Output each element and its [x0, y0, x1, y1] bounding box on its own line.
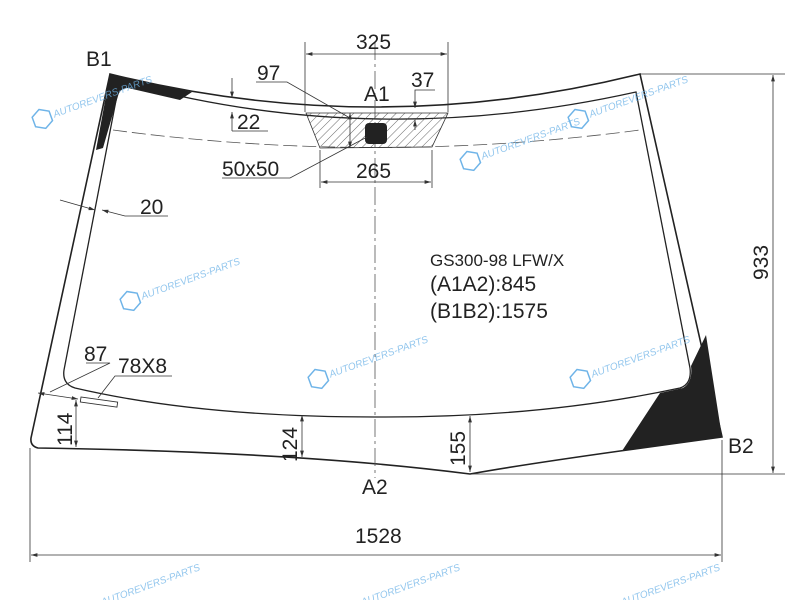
- glass-outer-outline: [30, 73, 723, 475]
- dim-155: 155: [447, 431, 470, 466]
- a1a2-length: (A1A2):845: [430, 273, 536, 296]
- watermark: AUTOREVERS-PARTS: [307, 334, 430, 390]
- svg-text:AUTOREVERS-PARTS: AUTOREVERS-PARTS: [51, 74, 154, 121]
- watermark: AUTOREVERS-PARTS: [99, 562, 202, 600]
- dim-325: 325: [356, 31, 391, 54]
- dim-20: 20: [140, 196, 163, 219]
- dim-1528: 1528: [355, 525, 402, 548]
- glass-inner-outline: [63, 82, 691, 418]
- label-b2: B2: [728, 435, 754, 458]
- dim-37: 37: [411, 69, 434, 92]
- svg-text:AUTOREVERS-PARTS: AUTOREVERS-PARTS: [589, 334, 692, 381]
- svg-text:AUTOREVERS-PARTS: AUTOREVERS-PARTS: [327, 334, 430, 381]
- vin-window: [79, 396, 119, 408]
- watermark: AUTOREVERS-PARTS: [31, 74, 154, 130]
- svg-text:AUTOREVERS-PARTS: AUTOREVERS-PARTS: [479, 116, 582, 163]
- ar-logo-icon: [567, 108, 590, 130]
- dim-87: 87: [84, 343, 107, 366]
- svg-text:AUTOREVERS-PARTS: AUTOREVERS-PARTS: [359, 562, 462, 600]
- dim-22: 22: [237, 111, 260, 134]
- ar-logo-icon: [307, 368, 330, 390]
- sensor-square: [365, 123, 387, 144]
- ar-logo-icon: [569, 368, 592, 390]
- watermark: AUTOREVERS-PARTS: [567, 74, 690, 130]
- svg-text:AUTOREVERS-PARTS: AUTOREVERS-PARTS: [99, 562, 202, 600]
- label-a2: A2: [362, 476, 388, 499]
- watermark: AUTOREVERS-PARTS: [359, 562, 462, 600]
- svg-text:AUTOREVERS-PARTS: AUTOREVERS-PARTS: [587, 74, 690, 121]
- ar-logo-icon: [459, 150, 482, 172]
- watermark: AUTOREVERS-PARTS: [459, 116, 582, 172]
- dim-97: 97: [257, 62, 280, 85]
- watermark: AUTOREVERS-PARTS: [569, 334, 692, 390]
- dim-933: 933: [750, 245, 773, 280]
- svg-text:AUTOREVERS-PARTS: AUTOREVERS-PARTS: [619, 562, 722, 600]
- ar-logo-icon: [119, 290, 142, 312]
- dim-265: 265: [356, 160, 391, 183]
- label-a1: A1: [364, 83, 390, 106]
- dim-114: 114: [54, 412, 77, 446]
- watermark: AUTOREVERS-PARTS: [619, 562, 722, 600]
- watermark: AUTOREVERS-PARTS: [119, 256, 242, 312]
- black-band-b1: [96, 74, 192, 150]
- dim-78x8: 78X8: [118, 355, 167, 378]
- svg-text:AUTOREVERS-PARTS: AUTOREVERS-PARTS: [139, 256, 242, 303]
- label-b1: B1: [86, 48, 112, 71]
- dim-124: 124: [279, 427, 302, 462]
- part-code: GS300-98 LFW/X: [430, 251, 564, 270]
- dim-50x50: 50x50: [222, 158, 279, 181]
- b1b2-length: (B1B2):1575: [430, 300, 548, 323]
- black-band-b2: [622, 335, 722, 451]
- ar-logo-icon: [31, 108, 54, 130]
